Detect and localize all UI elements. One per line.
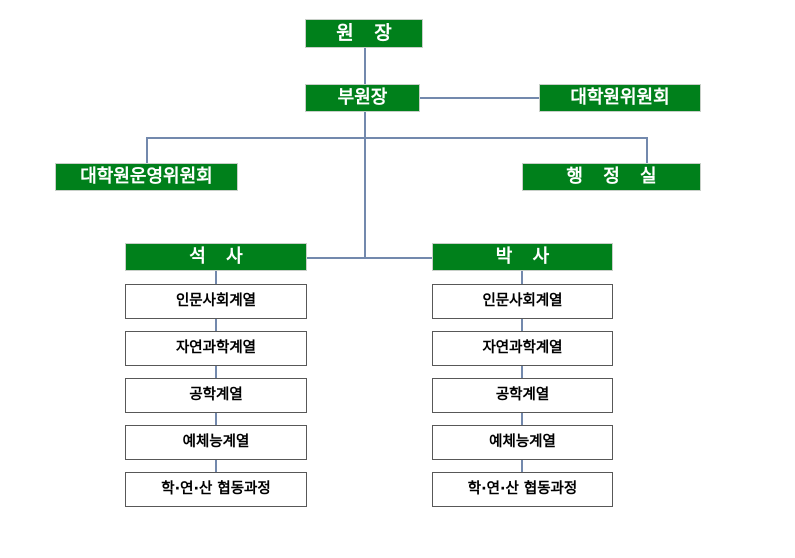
- masters-program-box-4[interactable]: 학·연·산 협동과정: [125, 472, 307, 507]
- node-masters[interactable]: 석 사: [125, 243, 307, 271]
- connector-vice-to-graduate-committee: [419, 97, 540, 99]
- node-vice-director[interactable]: 부원장: [305, 84, 420, 112]
- connector-doctorate-stub-2: [521, 366, 523, 378]
- connector-row3-bar: [146, 137, 648, 139]
- connector-doctorate-stub-1: [521, 319, 523, 331]
- connector-masters-stub-2: [215, 366, 217, 378]
- connector-doctorate-stub-0: [521, 271, 523, 284]
- connector-center-spine: [364, 137, 366, 258]
- connector-masters-stub-3: [215, 413, 217, 425]
- connector-degree-bar: [306, 257, 434, 259]
- connector-doctorate-stub-3: [521, 413, 523, 425]
- masters-program-box-0[interactable]: 인문사회계열: [125, 284, 307, 319]
- node-graduate-committee[interactable]: 대학원위원회: [539, 84, 701, 112]
- connector-doctorate-stub-4: [521, 460, 523, 472]
- connector-masters-stub-4: [215, 460, 217, 472]
- doctorate-program-box-0[interactable]: 인문사회계열: [432, 284, 613, 319]
- node-doctorate[interactable]: 박 사: [432, 243, 613, 271]
- doctorate-program-box-2[interactable]: 공학계열: [432, 378, 613, 413]
- doctorate-program-box-4[interactable]: 학·연·산 협동과정: [432, 472, 613, 507]
- node-operating-committee[interactable]: 대학원운영위원회: [55, 163, 238, 191]
- masters-program-box-2[interactable]: 공학계열: [125, 378, 307, 413]
- connector-masters-stub-0: [215, 271, 217, 284]
- connector-vice-down: [364, 112, 366, 138]
- node-administration-office[interactable]: 행 정 실: [522, 163, 701, 191]
- doctorate-program-box-1[interactable]: 자연과학계열: [432, 331, 613, 366]
- doctorate-program-box-3[interactable]: 예체능계열: [432, 425, 613, 460]
- masters-program-box-3[interactable]: 예체능계열: [125, 425, 307, 460]
- connector-masters-stub-1: [215, 319, 217, 331]
- connector-drop-operating-committee: [146, 137, 148, 164]
- connector-drop-administration: [646, 137, 648, 164]
- node-director[interactable]: 원 장: [305, 19, 423, 48]
- masters-program-box-1[interactable]: 자연과학계열: [125, 331, 307, 366]
- connector-director-to-vice: [364, 47, 366, 85]
